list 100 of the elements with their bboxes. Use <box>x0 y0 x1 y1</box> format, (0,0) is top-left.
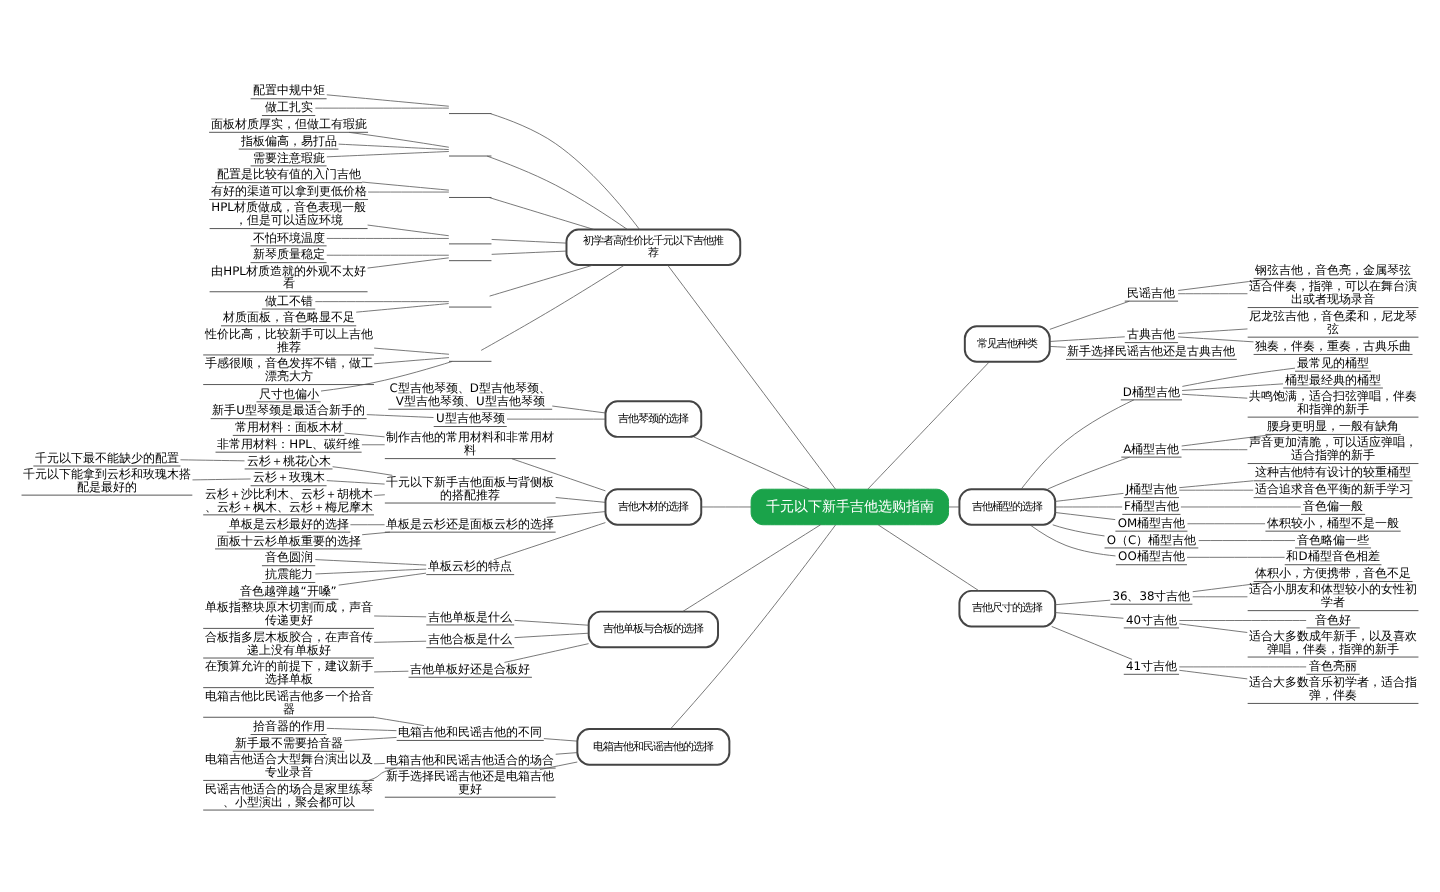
connector <box>326 150 450 157</box>
connector <box>367 190 450 192</box>
connector <box>948 505 960 507</box>
connector <box>338 142 450 149</box>
connector <box>1198 539 1296 540</box>
connector <box>326 93 450 106</box>
node-line <box>448 112 492 114</box>
connector <box>1178 479 1254 488</box>
connector <box>1177 327 1248 333</box>
connector <box>361 530 391 535</box>
connector <box>551 404 606 413</box>
connector <box>1178 622 1248 632</box>
connector <box>350 523 385 525</box>
connector <box>489 263 594 296</box>
connector <box>1177 292 1248 294</box>
connector <box>546 510 606 517</box>
connector <box>1049 345 1067 347</box>
connector <box>1192 580 1274 592</box>
connector <box>511 457 606 491</box>
connector <box>1181 433 1274 446</box>
connector <box>504 642 589 662</box>
connector <box>1054 505 1123 507</box>
connector <box>367 223 450 236</box>
connector <box>326 253 450 255</box>
connector <box>1181 366 1296 386</box>
connector <box>1187 522 1266 524</box>
connector <box>1052 523 1105 536</box>
node-line <box>448 196 492 197</box>
node-line <box>448 259 492 261</box>
node-line <box>448 359 492 361</box>
connector <box>1181 392 1248 398</box>
connector <box>867 360 990 489</box>
connector <box>1029 523 1116 556</box>
connector <box>373 346 450 354</box>
connector <box>490 112 640 229</box>
node-line <box>448 242 492 244</box>
connector <box>480 263 625 350</box>
node-line <box>448 154 492 156</box>
connector <box>344 431 385 437</box>
connector <box>332 465 393 475</box>
connector <box>314 106 450 108</box>
connector <box>1186 555 1286 557</box>
connector <box>693 435 810 489</box>
connector <box>314 567 427 574</box>
node-line <box>448 305 492 307</box>
connector <box>338 571 427 585</box>
connector <box>670 523 836 729</box>
connector <box>486 154 628 229</box>
connector <box>361 443 386 445</box>
connector <box>314 558 427 565</box>
connector <box>366 413 434 417</box>
connector <box>192 477 251 480</box>
connector <box>488 196 595 229</box>
connector <box>373 762 386 764</box>
connector <box>555 751 578 754</box>
connector <box>543 737 578 741</box>
connector <box>348 130 450 147</box>
connector <box>326 479 386 484</box>
connector <box>555 496 606 502</box>
connector <box>361 180 450 190</box>
connector <box>667 263 836 489</box>
connector <box>877 523 980 591</box>
connector <box>1181 448 1248 450</box>
connector <box>1049 335 1126 341</box>
connector <box>539 760 578 769</box>
connector <box>1181 382 1284 390</box>
connector <box>514 631 589 638</box>
connector <box>373 639 427 642</box>
connector <box>1020 398 1135 489</box>
connector <box>373 669 409 672</box>
connector <box>1178 665 1307 667</box>
connector <box>180 458 245 461</box>
connector <box>1054 598 1111 605</box>
connector <box>1178 488 1254 490</box>
connector <box>701 505 752 507</box>
connector <box>367 256 450 268</box>
connector <box>373 715 425 725</box>
connector <box>1047 455 1130 489</box>
connector <box>1054 492 1124 501</box>
connector <box>1177 277 1274 290</box>
connector <box>355 302 450 312</box>
connector <box>314 300 450 302</box>
connector <box>1178 668 1248 679</box>
connector <box>491 238 567 243</box>
connector <box>491 249 567 254</box>
connector <box>373 493 386 495</box>
connector <box>1054 511 1116 519</box>
connector <box>320 360 453 391</box>
connector <box>344 736 397 740</box>
connector <box>373 614 427 617</box>
connector <box>362 766 396 782</box>
connector <box>1192 595 1248 597</box>
connector <box>373 356 450 364</box>
connector <box>493 521 606 560</box>
connector <box>326 726 397 731</box>
connector <box>1177 335 1254 342</box>
connector <box>326 237 450 238</box>
connector <box>1054 611 1124 618</box>
connector <box>1178 619 1307 620</box>
connector <box>1051 625 1133 659</box>
